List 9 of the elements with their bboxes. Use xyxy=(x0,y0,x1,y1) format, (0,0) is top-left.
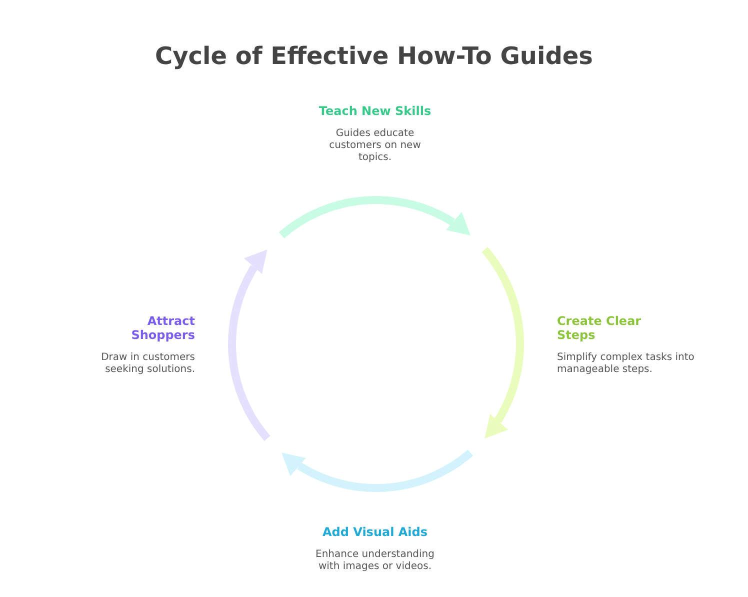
step-heading: Create Clear Steps xyxy=(557,314,642,342)
step-description: Guides educate customers on new topics. xyxy=(328,128,422,164)
step-description: Simplify complex tasks into manageable steps. xyxy=(557,352,696,376)
title: Cycle of Effective How-To Guides xyxy=(154,42,594,70)
step-heading: Teach New Skills xyxy=(318,104,432,118)
step-description: Draw in customers seeking solutions. xyxy=(100,352,195,376)
step-description: Enhance understanding with images or videos. xyxy=(315,549,435,573)
step-heading: Add Visual Aids xyxy=(322,525,428,539)
step-heading: Attract Shoppers xyxy=(130,314,195,342)
